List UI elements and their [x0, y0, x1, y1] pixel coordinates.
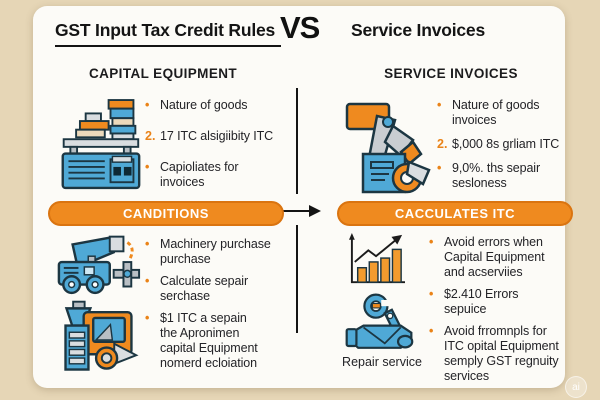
number-marker: 2.	[437, 137, 448, 151]
left-top-list: • Nature of goods 2. 17 ITC alsigiibity …	[145, 98, 309, 206]
left-banner-label: CANDITIONS	[123, 206, 209, 221]
page-title-left: GST Input Tax Credit Rules	[55, 20, 282, 47]
number-marker: 2.	[145, 129, 156, 143]
list-item: • $1 ITC a sepain the Apronimen capital …	[145, 311, 309, 371]
list-item: • Avoid frromnpls for ITC opital Equipme…	[429, 324, 593, 384]
ai-watermark-badge: ai	[565, 376, 587, 398]
industrial-press-machine-icon	[61, 99, 141, 190]
list-item-text: $,000 8s grliam ITC	[452, 137, 560, 151]
list-item-text: 17 ITC alsigiibity ITC	[160, 129, 274, 143]
page-title-right: Service Invoices	[351, 20, 485, 40]
bar-chart-growth-icon	[349, 232, 405, 284]
list-item: • Nature of goods	[145, 98, 309, 113]
list-item-text: 9,0%. ths sepair sesloness	[452, 161, 541, 190]
list-item: • Nature of goods invoices	[437, 98, 593, 128]
robot-arm-icon	[345, 102, 431, 194]
repair-service-caption: Repair service	[342, 355, 422, 369]
left-bottom-list: • Machinery purchase purchase • Calculat…	[145, 237, 309, 378]
list-item: • Calculate sepair serchase	[145, 274, 309, 304]
list-item: 2. $,000 8s grliam ITC	[437, 137, 593, 152]
list-item: 2. 17 ITC alsigiibity ITC	[145, 129, 309, 144]
bullet-marker: •	[145, 274, 150, 288]
right-banner-label: CACCULATES ITC	[394, 206, 516, 221]
bullet-marker: •	[429, 324, 434, 338]
right-column-heading: SERVICE INVOICES	[384, 66, 518, 81]
divider-line-top	[296, 88, 298, 194]
list-item-text: Avoid errors when Capital Equipment and …	[444, 235, 545, 279]
right-bottom-list: • Avoid errors when Capital Equipment an…	[429, 235, 593, 391]
harvest-truck-icon	[64, 300, 139, 371]
list-item: • Capioliates for invoices	[145, 160, 309, 190]
list-item-text: $1 ITC a sepain the Apronimen capital Eq…	[160, 311, 258, 370]
bullet-marker: •	[145, 98, 150, 112]
vs-label: VS	[280, 10, 320, 45]
bullet-marker: •	[145, 160, 150, 174]
machinery-vehicle-icon	[57, 235, 141, 295]
bullet-marker: •	[429, 287, 434, 301]
list-item: • Avoid errors when Capital Equipment an…	[429, 235, 593, 280]
list-item: • $2.410 Errors sepuice	[429, 287, 593, 317]
repair-machine-icon	[345, 293, 414, 349]
left-column-heading: CAPITAL EQUIPMENT	[88, 66, 238, 81]
right-top-list: • Nature of goods invoices 2. $,000 8s g…	[437, 98, 593, 200]
bullet-marker: •	[145, 311, 150, 325]
list-item-text: Calculate sepair serchase	[160, 274, 249, 303]
bullet-marker: •	[429, 235, 434, 249]
list-item-text: Machinery purchase purchase	[160, 237, 271, 266]
list-item-text: Nature of goods	[160, 98, 248, 112]
divider-line-bottom	[296, 225, 298, 333]
bullet-marker: •	[145, 237, 150, 251]
list-item-text: Nature of goods invoices	[452, 98, 540, 127]
ai-watermark-label: ai	[572, 381, 580, 393]
bullet-marker: •	[437, 98, 442, 112]
list-item-text: Capioliates for invoices	[160, 160, 239, 189]
list-item-text: Avoid frromnpls for ITC opital Equipment…	[444, 324, 559, 383]
right-banner: CACCULATES ITC	[337, 201, 573, 226]
list-item: • 9,0%. ths sepair sesloness	[437, 161, 593, 191]
infographic-card: GST Input Tax Credit Rules VS Service In…	[33, 6, 573, 388]
left-banner: CANDITIONS	[48, 201, 284, 226]
list-item-text: $2.410 Errors sepuice	[444, 287, 519, 316]
bullet-marker: •	[437, 161, 442, 175]
list-item: • Machinery purchase purchase	[145, 237, 309, 267]
